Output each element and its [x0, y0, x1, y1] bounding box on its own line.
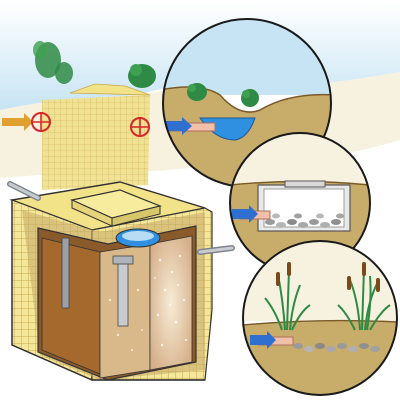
panel-reed-bed	[242, 240, 398, 396]
reed-plant-right	[337, 267, 391, 331]
septic-tank	[7, 181, 235, 381]
inlet-arrow-icon	[2, 113, 33, 131]
chamber-one	[41, 237, 101, 375]
reed-bed-arrow-icon	[250, 331, 276, 349]
tree-left-1	[33, 41, 61, 78]
soak-pit-gravel	[265, 213, 344, 228]
chamber-three	[149, 235, 193, 371]
inlet-tee-pipe	[61, 237, 70, 309]
grid-mound	[42, 83, 151, 190]
tree-left-2	[55, 62, 73, 84]
pond-bush-left	[187, 83, 207, 101]
soak-pit-arrow-icon	[232, 205, 258, 223]
panel-soak-pit	[229, 132, 371, 274]
transfer-pipe	[117, 261, 129, 327]
reed-bed-gravel	[293, 343, 380, 352]
filter-media-dots	[154, 254, 188, 347]
pond-bush-right	[241, 89, 259, 107]
tree-right	[128, 64, 156, 88]
pond-arrow-icon	[163, 117, 192, 135]
tank-lid	[70, 189, 162, 227]
